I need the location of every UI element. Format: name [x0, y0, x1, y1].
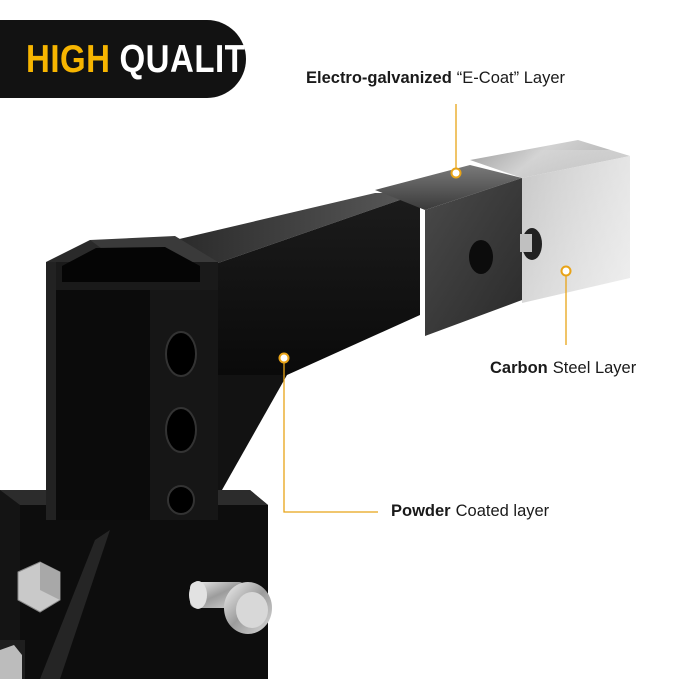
callout-carbon-regular: Steel Layer: [552, 359, 637, 377]
shank-powder-coated: [175, 193, 420, 375]
callout-ecoat-bold: Electro-galvanized: [306, 69, 452, 87]
gusset: [218, 375, 287, 490]
callout-powder-regular: Coated layer: [455, 502, 550, 520]
shank-e-coat: [375, 165, 522, 336]
leader-lines: [283, 104, 567, 513]
upright-tube: [46, 236, 218, 520]
dot-powder: [278, 352, 290, 364]
adjustment-holes: [165, 331, 197, 515]
lower-mount: [0, 490, 268, 679]
callout-powder-bold: Powder: [391, 502, 451, 520]
dot-carbon: [560, 265, 572, 277]
shank-carbon-steel: [470, 140, 630, 310]
callout-ecoat: Electro-galvanized“E-Coat” Layer: [306, 69, 565, 88]
hitch-pin: [189, 581, 272, 634]
dot-ecoat: [450, 167, 462, 179]
leader-powder: [283, 358, 378, 513]
badge-word-high: HIGH: [26, 36, 111, 81]
badge-word-quality: QUALITY: [119, 36, 268, 81]
callout-carbon-bold: Carbon: [490, 359, 548, 377]
high-quality-badge: HIGH QUALITY: [0, 20, 267, 98]
callout-ecoat-regular: “E-Coat” Layer: [456, 69, 565, 87]
bolt-head: [17, 561, 61, 613]
leader-dots: [278, 167, 572, 364]
bolt-head-lower: [0, 645, 22, 679]
